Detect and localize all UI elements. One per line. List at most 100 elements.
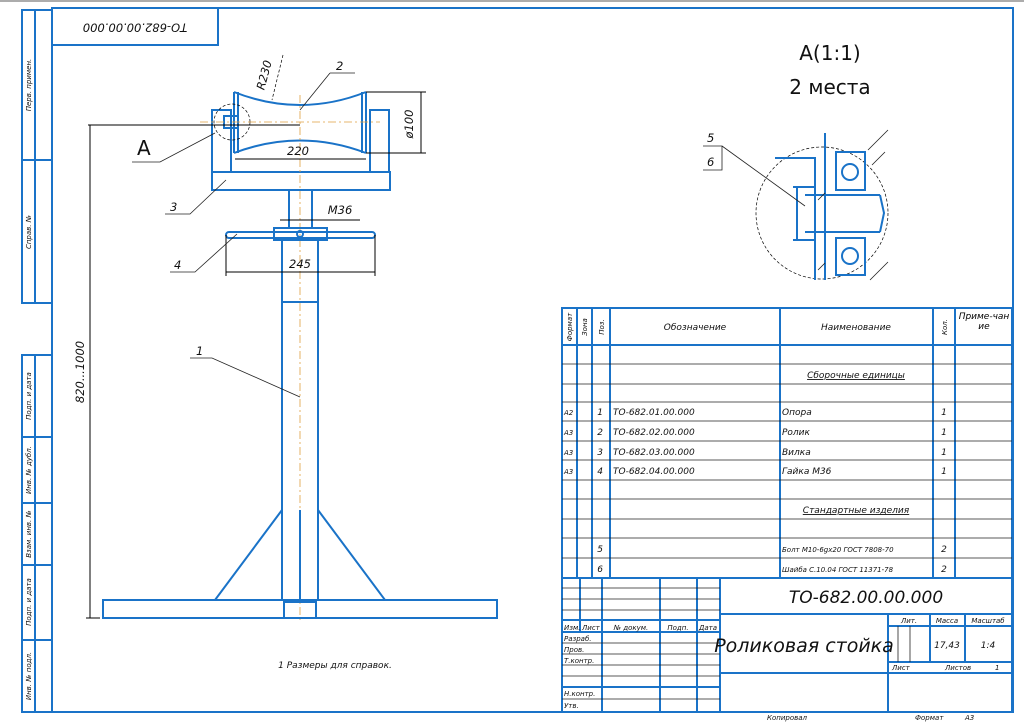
diameter-dim: ø100 (402, 110, 416, 140)
title-designation: ТО-682.00.00.000 (789, 588, 943, 608)
fork-base (211, 171, 391, 191)
mass-label: Масса (936, 617, 958, 625)
format-label: Формат (915, 714, 944, 722)
row-pos: 1 (597, 408, 603, 418)
col-header: Изм. (564, 624, 580, 632)
radius-dim: R230 (253, 59, 274, 92)
side-label: Подп. и дата (25, 578, 33, 626)
scale-label: Масштаб (971, 617, 1005, 625)
row-qty: 2 (941, 545, 947, 555)
top-stamp: ТО-682.00.00.000 (51, 7, 219, 46)
height-dim-line (86, 124, 300, 619)
width-dim: 220 (287, 144, 309, 158)
side-label: Подп. и дата (25, 372, 33, 420)
col-header: Лист (581, 624, 601, 632)
table-row: А3 3 ТО-682.03.00.000 Вилка 1 (563, 448, 947, 458)
legs (214, 509, 386, 601)
radius-leader (271, 54, 284, 101)
leader-1 (190, 357, 301, 398)
row-qty: 1 (941, 428, 947, 438)
position-3: 3 (170, 200, 177, 214)
note: 1 Размеры для справок. (278, 661, 392, 671)
role-label: Пров. (564, 646, 584, 654)
header-format: Формат (566, 312, 574, 341)
row-name: Болт М10-6gx20 ГОСТ 7808-70 (782, 546, 894, 554)
side-strip: Перв. примен. Справ. № Подп. и дата Инв.… (21, 9, 53, 713)
row-qty: 2 (941, 565, 947, 575)
leader-4 (170, 233, 238, 273)
mass-value: 17,43 (934, 641, 960, 651)
detail-title: A(1:1) (799, 41, 860, 65)
leader-3 (165, 179, 227, 215)
row-qty: 1 (941, 408, 947, 418)
row-name: Вилка (782, 448, 811, 458)
row-format: А3 (563, 468, 573, 476)
fork-left-arm (211, 109, 232, 173)
specification-table: Формат Зона Поз. Обозначение Наименовани… (561, 307, 1013, 579)
view-label-a: A (137, 136, 151, 160)
row-designation: ТО-682.02.00.000 (613, 428, 695, 438)
row-designation: ТО-682.04.00.000 (613, 467, 695, 477)
role-label: Разраб. (564, 635, 592, 643)
detail-view-a: A(1:1) 2 места 5 6 (703, 41, 889, 281)
role-label: Н.контр. (564, 690, 595, 698)
row-designation: ТО-682.01.00.000 (613, 408, 695, 418)
row-format: А3 (563, 429, 573, 437)
side-label: Справ. № (25, 215, 33, 249)
role-label: Утв. (564, 702, 579, 710)
sheet-label: Лист (891, 664, 911, 672)
row-pos: 2 (597, 428, 603, 438)
handle-dim: 245 (289, 257, 311, 271)
detail-subtitle: 2 места (789, 75, 870, 99)
roller (233, 91, 367, 154)
header-qty: Кол. (941, 319, 949, 335)
thread-dim: M36 (328, 203, 353, 217)
copied-label: Копировал (767, 714, 808, 722)
row-pos: 4 (597, 467, 603, 477)
title-block: Изм. Лист № докум. Подп. Дата Разраб. Пр… (561, 577, 1013, 713)
top-stamp-text: ТО-682.00.00.000 (83, 21, 187, 35)
row-qty: 1 (941, 448, 947, 458)
header-name: Наименование (821, 323, 891, 333)
row-name: Шайба С.10.04 ГОСТ 11371-78 (782, 566, 894, 574)
col-header: Подп. (667, 624, 688, 632)
role-label: Т.контр. (564, 657, 594, 665)
table-row: А3 2 ТО-682.02.00.000 Ролик 1 (563, 428, 947, 438)
row-name: Гайка М36 (782, 467, 832, 477)
table-row: 6 Шайба С.10.04 ГОСТ 11371-78 2 (597, 565, 947, 575)
diameter-dim-line (366, 91, 426, 154)
row-name: Ролик (782, 428, 811, 438)
row-qty: 1 (941, 467, 947, 477)
row-pos: 5 (597, 545, 603, 555)
table-row: А2 1 ТО-682.01.00.000 Опора 1 (563, 408, 947, 418)
side-label: Перв. примен. (25, 59, 33, 112)
side-label: Взам. инв. № (25, 510, 33, 558)
lit-label: Лит. (900, 617, 917, 625)
section-assembly-units: Сборочные единицы (807, 371, 905, 381)
leader-2 (299, 72, 355, 111)
row-name: Опора (782, 408, 812, 418)
scale-value: 1:4 (981, 641, 996, 651)
format-value: А3 (964, 714, 974, 722)
header-zone: Зона (581, 318, 589, 336)
sheets-value: 1 (995, 664, 999, 672)
section-standard-parts: Стандартные изделия (803, 506, 910, 516)
handle-dim-line (225, 235, 376, 276)
row-format: А3 (563, 449, 573, 457)
detail-label-5: 5 (707, 131, 714, 145)
header-designation: Обозначение (664, 323, 727, 333)
title-name: Роликовая стойка (714, 635, 894, 657)
side-label: Инв. № дубл. (25, 446, 33, 494)
table-row: А3 4 ТО-682.04.00.000 Гайка М36 1 (563, 467, 947, 477)
side-label: Инв. № подл. (25, 652, 33, 700)
table-row: 5 Болт М10-6gx20 ГОСТ 7808-70 2 (597, 545, 947, 555)
row-format: А2 (563, 409, 574, 417)
position-2: 2 (336, 59, 343, 73)
fork-right-arm (369, 109, 390, 173)
detail-label-6: 6 (707, 155, 714, 169)
assembly-view: 820...1000 220 245 M36 ø100 R230 A 2 3 4… (73, 54, 498, 671)
header-pos: Поз. (598, 319, 606, 335)
position-4: 4 (174, 258, 181, 272)
leader-a (132, 132, 216, 163)
